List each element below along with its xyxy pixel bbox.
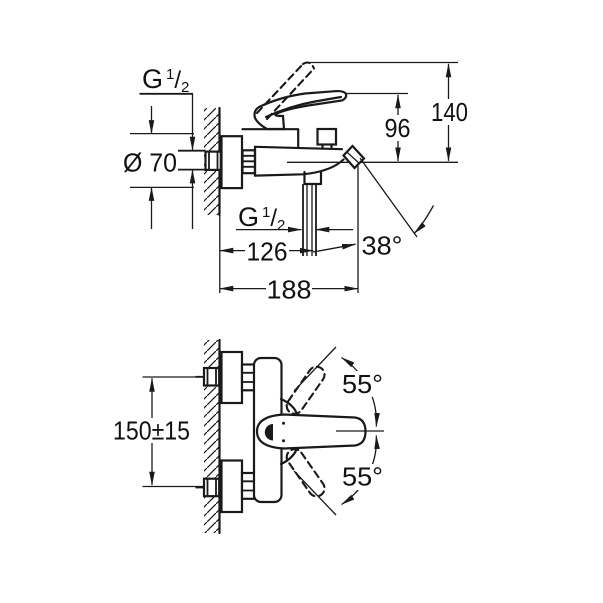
- spout-angle-line: [359, 157, 418, 238]
- handle-dot-bottom: [282, 439, 285, 443]
- dim-188-label: 188: [267, 275, 312, 305]
- lever-handle-open-dashed: [255, 61, 316, 121]
- dim-38-label: 38°: [362, 231, 403, 261]
- cartridge-cap: [241, 128, 300, 148]
- dim-55-up-label: 55°: [342, 369, 383, 399]
- diverter-knob: [316, 127, 338, 150]
- dim-188: 188: [219, 275, 359, 305]
- dim-140-label: 140: [431, 97, 468, 127]
- dim-diameter-70: Ø 70: [123, 106, 177, 229]
- reference-hook-arrow: [312, 243, 356, 253]
- lever-handle: [253, 89, 348, 131]
- escutcheon-bottom: [220, 459, 244, 514]
- dim-angle-38: 38°: [359, 157, 435, 261]
- dim-96-label: 96: [385, 113, 411, 143]
- handle-swivel-dashed-up: [285, 365, 326, 415]
- dim-150: 150±15: [112, 377, 191, 486]
- dim-96: 96: [384, 94, 411, 162]
- swivel-axis-line-up: [293, 346, 337, 392]
- hex-connector-bottom: [240, 471, 256, 500]
- handle-swivel-dashed-down: [285, 448, 326, 498]
- dim-126-label: 126: [247, 237, 288, 267]
- dim-150-label: 150±15: [113, 416, 190, 446]
- spout-angle-arc-arrow: [413, 205, 435, 234]
- handle-indicator-mark: [264, 424, 273, 441]
- escutcheon: [220, 135, 244, 190]
- spout-aerator: [342, 144, 366, 170]
- escutcheon-top: [220, 350, 244, 405]
- dim-angle-55-up: 55°: [293, 346, 385, 432]
- side-view: G1/2 Ø 70 96 140 G1/2: [123, 61, 470, 305]
- s-union-thread: [241, 149, 257, 175]
- union-nut: [204, 150, 222, 172]
- dim-extension-lines: [130, 61, 458, 293]
- handle-dot-top: [282, 421, 285, 425]
- diameter-70-label: Ø 70: [123, 148, 177, 178]
- swivel-axis-line-down: [293, 470, 337, 516]
- dim-55-down-label: 55°: [342, 462, 383, 492]
- supply-stub-top: [195, 366, 221, 387]
- shower-outlet-pipe: [302, 184, 317, 256]
- hex-connector-top: [240, 363, 256, 392]
- faucet-body: [241, 128, 345, 186]
- wall: [204, 106, 221, 293]
- dim-140: 140: [429, 63, 470, 162]
- front-view: 150±15 55° 55°: [112, 338, 385, 535]
- supply-stub-bottom: [195, 477, 221, 498]
- dim-126: 126: [219, 237, 356, 267]
- supply-pipe: [178, 149, 206, 171]
- dim-angle-55-down: 55°: [293, 435, 385, 516]
